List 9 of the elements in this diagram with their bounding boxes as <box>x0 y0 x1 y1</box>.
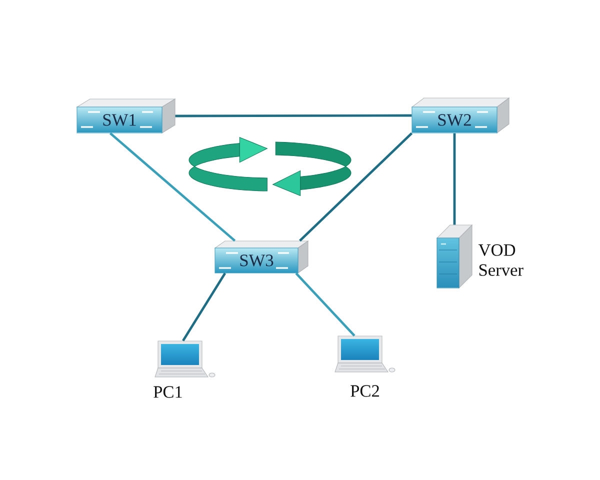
network-link <box>182 272 226 342</box>
device-label: PC1 <box>154 386 182 398</box>
network-link <box>109 132 236 242</box>
network-link <box>299 132 413 242</box>
network-link <box>295 272 356 337</box>
network-link <box>175 114 412 118</box>
device-label: PC2 <box>350 385 379 397</box>
network-link <box>453 133 456 225</box>
device-label: VOD Server <box>478 244 524 276</box>
